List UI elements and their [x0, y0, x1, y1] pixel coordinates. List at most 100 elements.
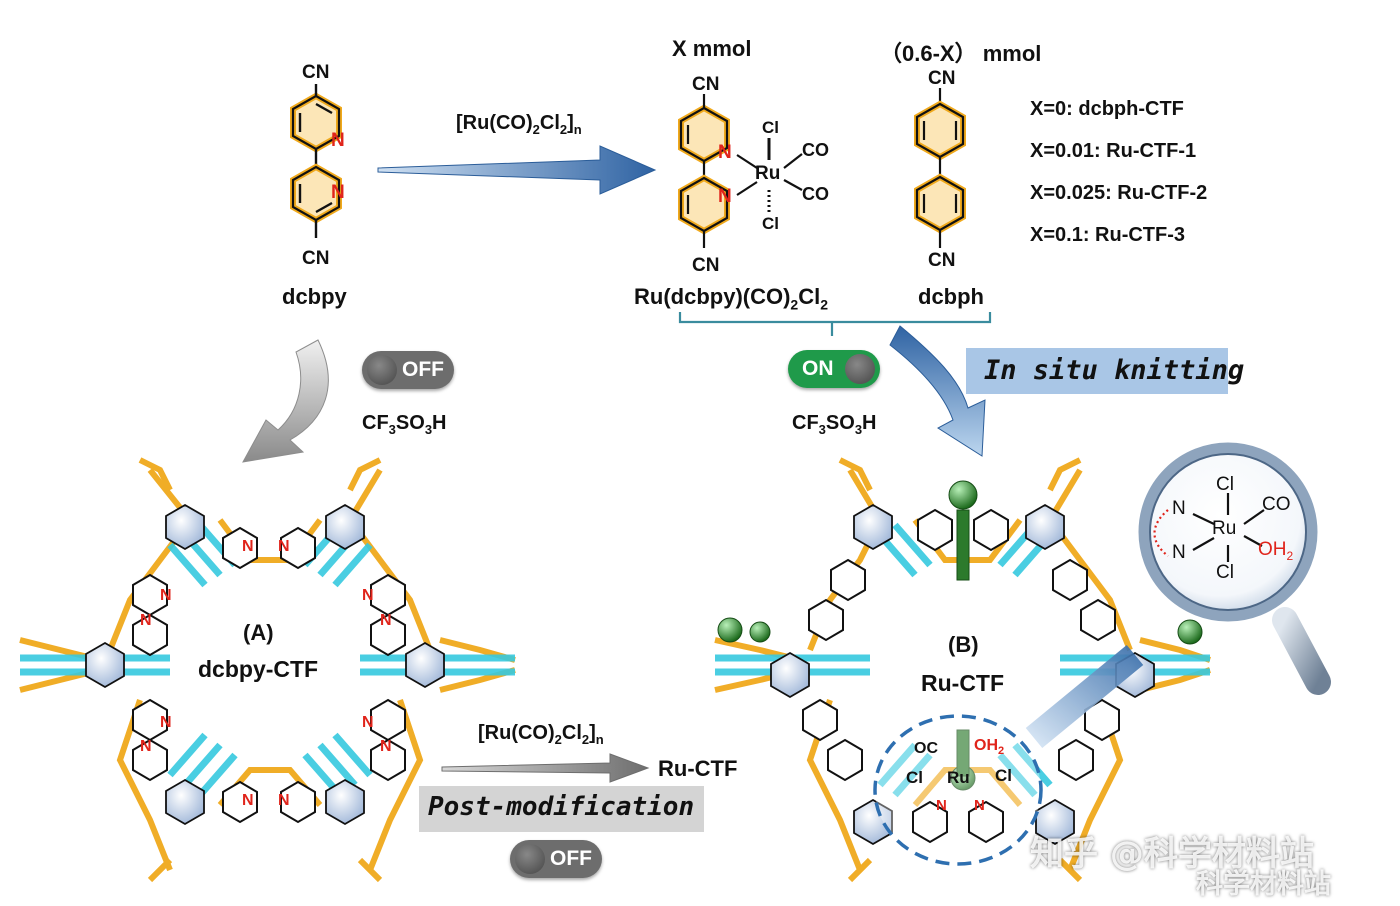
complex-n-upper: N	[718, 142, 732, 163]
magnifier	[1138, 442, 1331, 695]
watermark-main: 知乎 @科学材料站	[1030, 834, 1314, 874]
blue-curved-arrow	[889, 325, 986, 457]
svg-text:N: N	[278, 538, 290, 555]
acid-right: CF3SO3H	[792, 412, 877, 437]
complex-name-sub-2: 2	[820, 296, 829, 313]
complex-name-sub-1: 2	[790, 296, 799, 313]
site-oh-sub: 2	[998, 745, 1005, 758]
svg-text:N: N	[242, 538, 254, 555]
site-oh: OH2	[974, 737, 1004, 757]
svg-text:N: N	[140, 738, 152, 755]
post-mod-product: Ru-CTF	[658, 756, 738, 781]
in-situ-banner-text: In situ knitting	[984, 355, 1245, 386]
svg-text:N: N	[140, 612, 152, 629]
off-toggle-bottom: OFF	[510, 840, 602, 878]
reagent-part-2: Cl	[539, 112, 560, 134]
post-mod-part-1: [Ru(CO)	[478, 722, 555, 744]
dcbpy-n-upper: N	[331, 130, 345, 151]
toggle-knob	[845, 354, 875, 384]
dcbpy-structure	[290, 84, 342, 238]
mag-cl-bottom: Cl	[1216, 562, 1234, 583]
combination-bracket	[678, 312, 992, 336]
complex-n-lower: N	[718, 186, 732, 207]
acid-right-part-2: SO	[825, 412, 855, 434]
mag-n-upper: N	[1172, 498, 1186, 519]
reagent-part-1: [Ru(CO)	[456, 112, 533, 134]
complex-ru: Ru	[755, 163, 781, 184]
acid-left-sub-2: 3	[424, 422, 433, 437]
site-oh-part: OH	[974, 737, 998, 754]
acid-left-part-3: H	[432, 412, 447, 434]
framework-a-tag: (A)	[243, 620, 274, 645]
post-mod-part-3: ]	[589, 722, 596, 744]
site-cl-right: Cl	[995, 766, 1012, 785]
ru-site-highlight	[873, 714, 1043, 866]
mag-co: CO	[1262, 494, 1291, 515]
dcbpy-cn-bottom: CN	[302, 248, 330, 269]
dcbph-structure	[914, 88, 966, 248]
mag-oh: OH2	[1258, 539, 1293, 563]
on-toggle-right: ON	[788, 350, 880, 388]
post-mod-sub-2: 2	[581, 732, 590, 747]
mag-n-lower: N	[1172, 542, 1186, 563]
site-oc: OC	[914, 740, 938, 757]
complex-amount: X mmol	[672, 36, 752, 61]
svg-text:N: N	[160, 714, 172, 731]
acid-right-part-3: H	[862, 412, 877, 434]
complex-co-lower: CO	[802, 184, 829, 204]
svg-text:N: N	[380, 612, 392, 629]
toggle-knob	[367, 355, 397, 385]
acid-left: CF3SO3H	[362, 412, 447, 437]
dcbpy-n-lower: N	[331, 182, 345, 203]
acid-left-part-2: SO	[395, 412, 425, 434]
acid-left-part-1: CF	[362, 412, 389, 434]
post-mod-sub-1: 2	[554, 732, 562, 747]
acid-right-sub-1: 3	[818, 422, 826, 437]
x-value-1: X=0.01: Ru-CTF-1	[1030, 140, 1197, 162]
reagent-part-3: ]	[567, 112, 574, 134]
framework-a-name: dcbpy-CTF	[198, 656, 319, 682]
ru-complex-structure	[678, 94, 803, 248]
complex-cn-bottom: CN	[692, 255, 720, 276]
post-mod-reagent: [Ru(CO)2Cl2]n	[478, 722, 604, 747]
svg-text:N: N	[380, 738, 392, 755]
complex-co-upper: CO	[802, 140, 829, 160]
framework-b	[714, 457, 1211, 883]
svg-text:N: N	[242, 792, 254, 809]
toggle-knob	[515, 844, 545, 874]
svg-text:N: N	[160, 587, 172, 604]
framework-b-name: Ru-CTF	[921, 670, 1005, 696]
post-mod-banner	[419, 786, 704, 832]
complex-name: Ru(dcbpy)(CO)2Cl2	[634, 284, 828, 312]
mag-oh-part: OH	[1258, 539, 1287, 560]
reagent-sub-1: 2	[532, 122, 540, 137]
reagent-sub-3: n	[573, 122, 582, 137]
site-n-right: N	[974, 797, 985, 814]
complex-name-part-1: Ru(dcbpy)(CO)	[634, 284, 791, 309]
acid-right-part-1: CF	[792, 412, 819, 434]
off-toggle-left: OFF	[362, 351, 454, 389]
svg-text:N: N	[278, 792, 290, 809]
post-modification-arrow	[441, 753, 650, 783]
toggle-text: ON	[802, 357, 834, 380]
framework-b-tag: (B)	[948, 632, 979, 657]
svg-text:N: N	[362, 587, 374, 604]
ru-precursor-label: [Ru(CO)2Cl2]n	[456, 112, 582, 137]
x-value-2: X=0.025: Ru-CTF-2	[1030, 182, 1208, 204]
mag-ru: Ru	[1212, 518, 1237, 539]
acid-left-sub-1: 3	[388, 422, 396, 437]
complex-name-part-2: Cl	[798, 284, 821, 309]
complex-cl-top: Cl	[762, 118, 779, 137]
acid-right-sub-2: 3	[854, 422, 863, 437]
in-situ-banner	[966, 348, 1228, 394]
dcbpy-cn-top: CN	[302, 62, 330, 83]
reagent-sub-2: 2	[559, 122, 568, 137]
x-value-0: X=0: dcbph-CTF	[1030, 98, 1184, 120]
site-cl-left: Cl	[906, 768, 923, 787]
linker-cn-bottom: CN	[928, 250, 956, 271]
toggle-text: OFF	[550, 847, 592, 870]
post-mod-sub-3: n	[595, 732, 604, 747]
post-mod-part-2: Cl	[561, 722, 582, 744]
